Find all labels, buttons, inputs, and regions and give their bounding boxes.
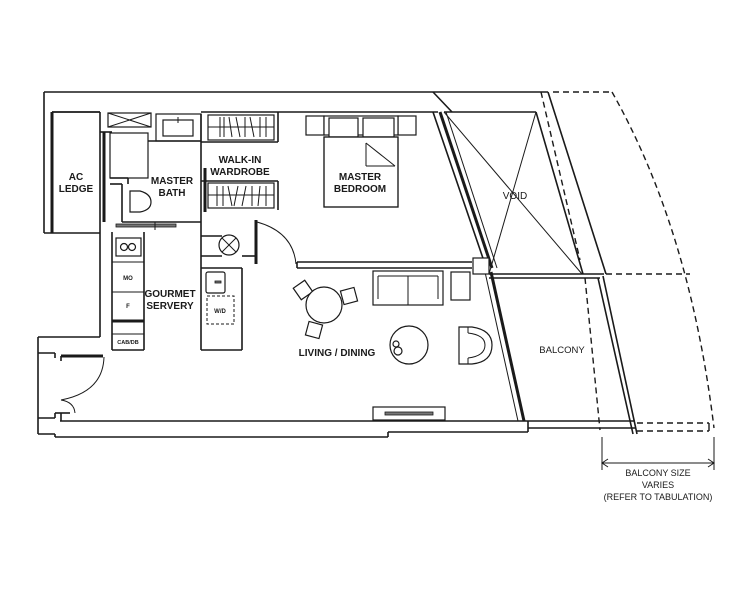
kitchen-counter <box>111 232 145 351</box>
dimension-note-2: VARIES <box>642 480 674 490</box>
outer-walls <box>37 91 635 438</box>
label-ac-ledge-2: LEDGE <box>59 184 94 195</box>
label-void: VOID <box>503 191 527 202</box>
label-wardrobe-2: WARDROBE <box>210 167 270 178</box>
label-fridge: F <box>126 304 130 310</box>
label-wardrobe-1: WALK-IN <box>219 155 262 166</box>
label-living-dining: LIVING / DINING <box>299 348 376 359</box>
void-area <box>443 111 604 279</box>
armchair <box>458 326 493 365</box>
balcony-dimension <box>601 437 715 470</box>
facade-glazing <box>432 91 526 422</box>
label-master-bedroom-1: MASTER <box>339 172 382 183</box>
sofa <box>372 270 471 306</box>
room-labels: AC LEDGE MASTER BATH WALK-IN WARDROBE MA… <box>59 155 713 502</box>
master-bedroom-area <box>278 111 472 269</box>
entrance-door <box>60 356 105 414</box>
label-master-bath-1: MASTER <box>151 176 194 187</box>
label-master-bath-2: BATH <box>158 188 185 199</box>
label-gourmet-servery-2: SERVERY <box>146 301 194 312</box>
label-balcony: BALCONY <box>539 345 585 356</box>
label-washer-dryer: W/D <box>214 309 226 315</box>
tv-console <box>372 406 446 421</box>
balcony-area <box>540 91 715 435</box>
service-area <box>200 220 297 351</box>
label-master-bedroom-2: BEDROOM <box>334 184 386 195</box>
label-ac-ledge-1: AC <box>69 172 83 183</box>
label-gourmet-servery-1: GOURMET <box>144 289 195 300</box>
dimension-note-1: BALCONY SIZE <box>625 468 690 478</box>
dining-set <box>292 279 359 340</box>
dimension-note-3: (REFER TO TABULATION) <box>604 492 713 502</box>
coffee-table <box>389 325 429 365</box>
master-bath-area <box>100 112 202 230</box>
label-microwave: MO <box>123 276 133 282</box>
label-cabinet: CAB/DB <box>117 340 138 346</box>
walk-in-wardrobe-area <box>201 111 279 212</box>
